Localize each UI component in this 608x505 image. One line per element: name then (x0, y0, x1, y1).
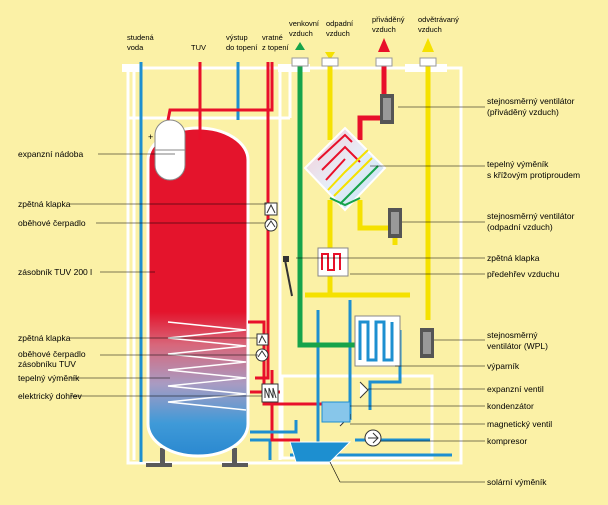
leader-lines (70, 106, 485, 483)
label-check-valve-right: zpětná klapka (487, 253, 540, 263)
label-coil-exchanger: tepelný výměník (18, 373, 80, 383)
label-heating-return-1: vratné (262, 33, 283, 42)
label-wpl-fan-2: ventilátor (WPL) (487, 341, 548, 351)
heating-return-pipe (166, 62, 274, 380)
label-cold-water-2: voda (127, 43, 144, 52)
label-extract-air-2: vzduch (418, 25, 442, 34)
label-tank-pump-1: oběhové čerpadlo (18, 349, 86, 359)
circ-pump-left (264, 218, 278, 232)
condenser (321, 401, 351, 423)
label-brine-hx: solární výměník (487, 477, 547, 487)
left-labels: expanzní nádoba zpětná klapka oběhové če… (18, 149, 92, 401)
label-cross-hx-2: s křížovým protiproudem (487, 170, 580, 180)
extract-air-duct (305, 60, 431, 320)
label-cross-hx-1: tepelný výměník (487, 159, 549, 169)
label-exhaust-air-2: vzduch (326, 29, 350, 38)
label-heating-return-2: z topení (262, 43, 290, 52)
label-supply-air-2: vzduch (372, 25, 396, 34)
compressor (364, 429, 382, 447)
check-valve-left-2 (256, 333, 269, 346)
check-valve-right (283, 256, 293, 297)
supply-air-arrow (378, 38, 390, 52)
svg-text:+: + (148, 132, 153, 142)
label-tuv: TUV (191, 43, 206, 52)
label-expansion-vessel: expanzní nádoba (18, 149, 83, 159)
outdoor-air-arrow (295, 42, 305, 50)
expansion-vessel: + (148, 119, 186, 181)
label-tank: zásobník TUV 200 l (18, 267, 92, 277)
evaporator (354, 315, 401, 367)
frame-cap-left (122, 64, 140, 72)
label-heating-out-1: výstup (226, 33, 248, 42)
tank-feet (146, 448, 248, 467)
label-exhaust-air-1: odpadní (326, 19, 354, 28)
wpl-fan (420, 328, 434, 358)
frame-cap-mid (278, 64, 310, 72)
storage-tank (146, 126, 250, 458)
electric-heater (261, 383, 279, 403)
label-exhaust-fan-2: (odpadní vzduch) (487, 222, 553, 232)
air-preheater (317, 247, 349, 277)
label-outdoor-air-2: vzduch (289, 29, 313, 38)
label-electric-heater: elektrický dohřev (18, 391, 83, 401)
outdoor-air-duct (297, 58, 360, 348)
label-outdoor-air-1: venkovní (289, 19, 320, 28)
expansion-valve (359, 381, 369, 399)
extract-air-arrow (422, 38, 434, 52)
duct-stubs (291, 57, 437, 67)
label-check-valve-1: zpětná klapka (18, 199, 71, 209)
label-tank-pump-2: zásobníku TUV (18, 359, 76, 369)
exhaust-fan (388, 208, 402, 238)
tank-coil (167, 321, 247, 411)
label-supply-fan-1: stejnosměrný ventilátor (487, 96, 575, 106)
check-valve-left-1 (264, 202, 278, 216)
label-circ-pump: oběhové čerpadlo (18, 218, 86, 228)
label-heating-out-2: do topení (226, 43, 258, 52)
label-check-valve-2: zpětná klapka (18, 333, 71, 343)
label-supply-air-1: přiváděný (372, 15, 405, 24)
supply-air-duct (357, 60, 387, 140)
supply-fan (380, 94, 394, 124)
label-exhaust-fan-1: stejnosměrný ventilátor (487, 211, 575, 221)
label-wpl-fan-1: stejnosměrný (487, 330, 538, 340)
label-cold-water-1: studená (127, 33, 155, 42)
cross-flow-heat-exchanger (303, 126, 387, 212)
label-condenser: kondenzátor (487, 401, 534, 411)
label-compressor: kompresor (487, 436, 527, 446)
exhaust-air-arrow (325, 52, 335, 60)
label-solenoid-valve: magnetický ventil (487, 419, 552, 429)
label-evaporator: výparník (487, 361, 520, 371)
label-preheater: předehřev vzduchu (487, 269, 560, 279)
right-labels: stejnosměrný ventilátor (přiváděný vzduc… (487, 96, 580, 487)
label-extract-air-1: odvětrávaný (418, 15, 459, 24)
label-supply-fan-2: (přiváděný vzduch) (487, 107, 559, 117)
top-labels: studená voda TUV výstup do topení vratné… (127, 15, 459, 52)
label-expansion-valve: expanzní ventil (487, 384, 544, 394)
